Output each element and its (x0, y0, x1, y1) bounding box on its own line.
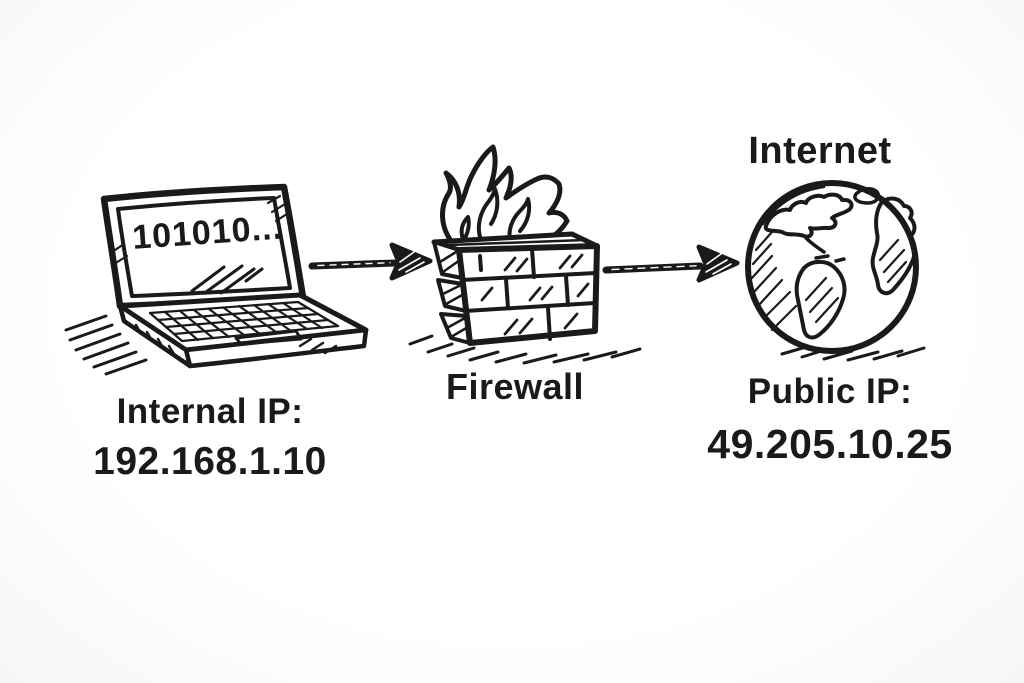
continent-right-landmass (870, 196, 917, 296)
internal-ip-value: 192.168.1.10 (93, 440, 327, 484)
screen-reflection-strokes (190, 264, 264, 295)
public-ip-label: Public IP: (747, 372, 913, 411)
arrow-right-icon (308, 242, 433, 281)
internal-ip-label: Internal IP: (116, 392, 304, 431)
brick-joints (478, 247, 570, 341)
laptop-keyboard-icon (148, 300, 340, 343)
laptop-side-hatch (298, 337, 338, 355)
bezel-hatch-strokes (110, 194, 292, 266)
laptop-screen (116, 196, 292, 298)
continent-north-america (763, 192, 854, 239)
brick-mortar-lines (460, 271, 598, 313)
laptop-icon (64, 183, 369, 376)
laptop-trackpad (234, 329, 303, 346)
continent-top-blob (853, 187, 881, 205)
globe-icon (745, 180, 926, 362)
public-ip-value: 49.205.10.25 (707, 421, 953, 468)
public-ip-block: Public IP: 49.205.10.25 (680, 372, 980, 468)
brick-tick-strokes (480, 253, 590, 336)
arrow-head (389, 242, 433, 281)
internet-label: Internet (748, 130, 892, 172)
arrow-head (696, 244, 740, 283)
internal-ip-block: Internal IP: 192.168.1.10 (60, 392, 360, 485)
arrow-right-icon (602, 244, 740, 283)
firewall-left-face-hatch (438, 250, 470, 339)
laptop-shadow-hatch-icon (64, 314, 148, 376)
firewall-icon (408, 144, 642, 365)
firewall-label: Firewall (445, 366, 585, 407)
laptop-port-ticks (134, 323, 176, 356)
laptop-base-front (183, 327, 369, 369)
globe-ocean-hatch (750, 230, 798, 332)
firewall-shadow-hatch-icon (408, 334, 642, 365)
flame-icon (440, 144, 570, 245)
continent-south-america (794, 259, 847, 340)
